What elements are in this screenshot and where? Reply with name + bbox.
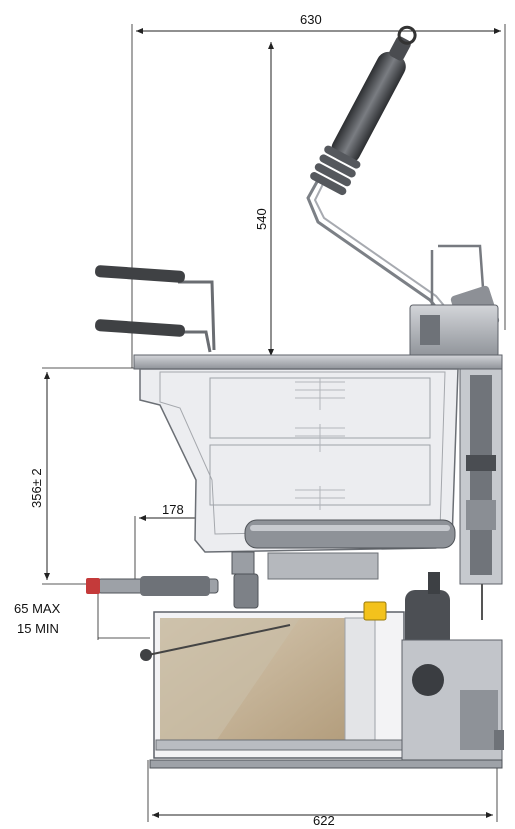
floor-base xyxy=(149,759,503,769)
dim-label-622: 622 xyxy=(313,813,335,828)
dimension-overall-width: 630 xyxy=(131,12,506,368)
lift-cylinder xyxy=(331,51,406,164)
dim-label-630: 630 xyxy=(300,12,322,27)
dim-label-65-max: 65 MAX xyxy=(14,601,61,616)
dimension-handle-height: 540 xyxy=(254,42,274,356)
lower-basket-handle xyxy=(95,319,185,337)
dimension-base-width: 622 xyxy=(147,760,498,828)
drain-red-cap xyxy=(86,578,100,594)
upper-basket-handle xyxy=(95,265,185,283)
basket-handles xyxy=(95,265,216,353)
drain-valve xyxy=(86,551,259,609)
heating-element xyxy=(244,519,456,549)
dim-label-356: 356± 2 xyxy=(29,468,44,508)
dimension-drain-clearance: 65 MAX 15 MIN xyxy=(14,590,150,640)
pump-yellow-tag xyxy=(363,601,387,621)
fry-tank xyxy=(139,368,459,580)
dim-label-540: 540 xyxy=(254,208,269,230)
control-column xyxy=(459,368,503,620)
dim-label-178: 178 xyxy=(162,502,184,517)
filter-pump xyxy=(363,572,504,761)
lift-arm-assembly xyxy=(306,25,500,358)
top-deck xyxy=(133,354,503,370)
dim-label-15-min: 15 MIN xyxy=(17,621,59,636)
filter-pan xyxy=(140,611,407,759)
dimension-tank-height: 356± 2 xyxy=(29,367,140,585)
